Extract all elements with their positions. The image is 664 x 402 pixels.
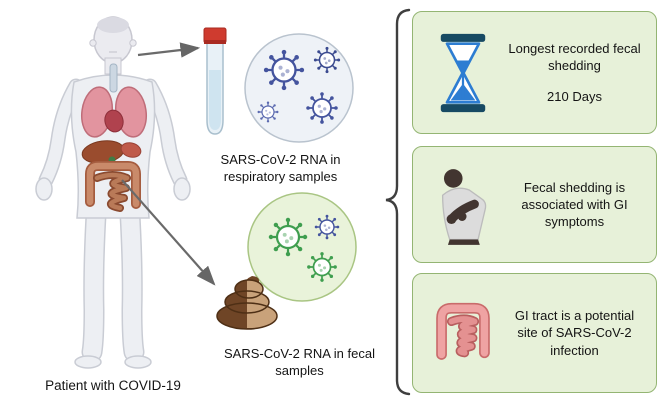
respiratory-sample-label: SARS-CoV-2 RNA in respiratory samples — [220, 152, 341, 184]
fecal-sample-circle — [247, 192, 357, 302]
trachea-organ — [109, 63, 118, 93]
virus-icon — [262, 48, 306, 92]
finding-text-line: Fecal shedding is associated with GI sym… — [521, 179, 628, 230]
virus-icon — [267, 216, 309, 258]
hourglass-icon — [421, 33, 505, 113]
finding-text-line: Longest recorded fecal shedding — [508, 40, 641, 73]
test-tube-icon — [203, 27, 227, 135]
intestines-organ — [85, 161, 141, 212]
finding-text: Fecal shedding is associated with GI sym… — [505, 179, 648, 230]
virus-icon — [306, 251, 338, 283]
finding-text-line: GI tract is a potential site of SARS-CoV… — [514, 308, 635, 358]
finding-value: 210 Days — [547, 89, 602, 105]
intestines-icon — [421, 300, 505, 366]
heart-organ — [104, 109, 124, 133]
feces-icon — [216, 276, 278, 330]
virus-icon — [256, 100, 280, 124]
finding-box-fecal-shedding-duration: Longest recorded fecal shedding 210 Days — [412, 11, 657, 134]
curly-brace — [385, 8, 411, 396]
virus-icon — [313, 46, 341, 74]
patient-illustration — [35, 16, 191, 369]
fecal-sample-label: SARS-CoV-2 RNA in fecal samples — [223, 346, 375, 378]
virus-icon — [305, 91, 339, 125]
respiratory-sample-arrow — [137, 42, 201, 58]
hair — [97, 17, 129, 33]
finding-box-gi-symptoms: Fecal shedding is associated with GI sym… — [412, 146, 657, 263]
virus-icon — [314, 214, 340, 240]
finding-text: GI tract is a potential site of SARS-CoV… — [505, 307, 648, 358]
person-holding-stomach-icon — [421, 165, 505, 245]
respiratory-sample-magnifier — [244, 33, 354, 143]
stomach-organ — [120, 142, 142, 158]
patient-label: Patient with COVID-19 — [45, 378, 181, 393]
finding-box-gi-tract-infection: GI tract is a potential site of SARS-CoV… — [412, 273, 657, 393]
fecal-sample-arrow — [121, 179, 216, 286]
finding-text: Longest recorded fecal shedding 210 Days — [505, 40, 648, 105]
